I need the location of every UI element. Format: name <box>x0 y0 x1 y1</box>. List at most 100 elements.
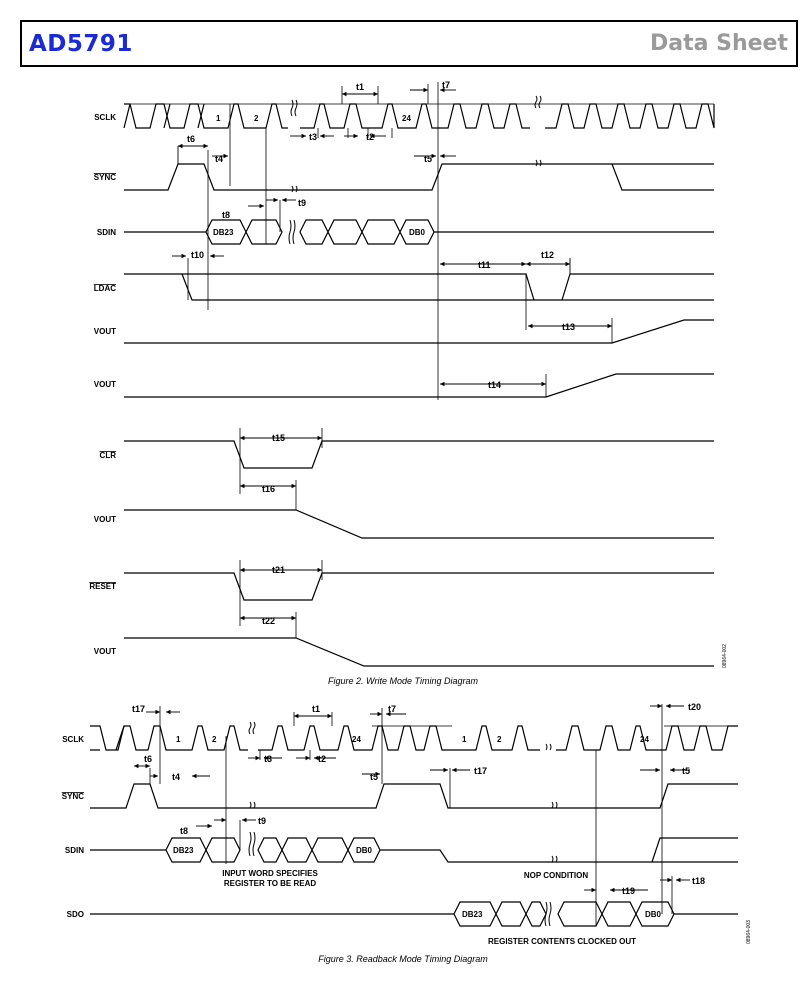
figure-2-write-mode <box>123 82 715 667</box>
f3-clock-labels: 1 2 24 1 2 24 DB23 DB0 DB23 DB0 <box>173 735 662 919</box>
f2-sync-waveform <box>124 163 714 191</box>
f2-t15: t15 <box>272 433 285 443</box>
section-label: Data Sheet <box>650 31 788 56</box>
f3-clock-2a: 2 <box>212 735 217 744</box>
f2-t2: t2 <box>366 132 374 142</box>
f2-timing-arrows <box>172 87 612 621</box>
f3-sclk-waveform <box>90 725 738 751</box>
f3-clock-24a: 24 <box>352 735 361 744</box>
f2-label-vout3: VOUT <box>94 515 116 524</box>
f3-t3: t3 <box>264 754 272 764</box>
f3-notes: INPUT WORD SPECIFIES REGISTER TO BE READ… <box>222 869 636 946</box>
f3-timing-arrows <box>134 703 690 893</box>
f2-label-sdin: SDIN <box>97 228 116 237</box>
note-input-word-2: REGISTER TO BE READ <box>224 879 317 888</box>
f2-word-db23: DB23 <box>213 228 234 237</box>
f2-timing-labels: t1 t2 t3 t4 t5 t6 t7 t8 t9 t10 t11 t12 t… <box>187 80 575 626</box>
f2-t7: t7 <box>442 80 450 90</box>
f3-t6: t6 <box>144 754 152 764</box>
f2-t5: t5 <box>424 154 432 164</box>
f3-t5a: t5 <box>370 772 378 782</box>
f3-t2: t2 <box>318 754 326 764</box>
figure-2-caption: Figure 2. Write Mode Timing Diagram <box>328 676 478 686</box>
f2-label-sync: SYNC <box>94 173 116 182</box>
f2-t3: t3 <box>309 132 317 142</box>
f2-clock-1: 1 <box>216 114 221 123</box>
f2-vout2-waveform <box>124 373 714 398</box>
f2-reference-lines <box>187 82 613 638</box>
f2-clr-waveform <box>124 440 714 469</box>
f3-label-sdin: SDIN <box>65 846 84 855</box>
f2-vout3-waveform <box>124 509 714 539</box>
f2-figure-code: 08964-002 <box>722 644 728 668</box>
f2-label-reset: RESET <box>89 582 116 591</box>
f2-t16: t16 <box>262 484 275 494</box>
product-title: AD5791 <box>29 31 133 57</box>
f3-t8: t8 <box>180 826 188 836</box>
f2-t14: t14 <box>488 380 501 390</box>
f2-label-vout2: VOUT <box>94 380 116 389</box>
f2-label-sclk: SCLK <box>94 113 116 122</box>
page-header: AD5791 Data Sheet <box>20 20 798 67</box>
f2-sdin-waveform <box>124 219 714 245</box>
f2-ldac-waveform <box>124 273 714 301</box>
f2-t11: t11 <box>478 260 491 270</box>
f3-t1: t1 <box>312 704 320 714</box>
f3-label-sync: SYNC <box>62 792 84 801</box>
f3-reference-lines <box>149 704 673 926</box>
f2-label-ldac: LDAC <box>94 284 116 293</box>
f3-clock-1: 1 <box>176 735 181 744</box>
f2-t13: t13 <box>562 322 575 332</box>
f3-sdo-db0: DB0 <box>645 910 662 919</box>
f3-t19: t19 <box>622 886 635 896</box>
f3-t18: t18 <box>692 876 705 886</box>
f3-sdo-db23: DB23 <box>462 910 483 919</box>
f2-t9: t9 <box>298 198 306 208</box>
f3-break-marks <box>248 721 558 927</box>
f2-t12: t12 <box>541 250 554 260</box>
f3-label-sclk: SCLK <box>62 735 84 744</box>
f3-label-sdo: SDO <box>67 910 84 919</box>
f3-clock-1b: 1 <box>462 735 467 744</box>
f3-sync-waveform <box>90 783 738 809</box>
f2-label-vout1: VOUT <box>94 327 116 336</box>
f2-t6: t6 <box>187 134 195 144</box>
f3-t7: t7 <box>388 704 396 714</box>
f2-signal-labels: SCLK SYNC SDIN LDAC VOUT VOUT CLR VOUT R… <box>89 113 116 656</box>
f2-t8: t8 <box>222 210 230 220</box>
note-nop-condition: NOP CONDITION <box>524 871 589 880</box>
f3-sdo-waveform <box>90 901 738 927</box>
f2-t21: t21 <box>272 565 285 575</box>
figure-3-caption: Figure 3. Readback Mode Timing Diagram <box>318 954 488 964</box>
f2-vout4-waveform <box>124 637 714 667</box>
f3-timing-labels: t1 t2 t3 t4 t5 t5 t6 t7 t8 t9 t17 t17 t1… <box>132 702 705 896</box>
f3-sdin-db23: DB23 <box>173 846 194 855</box>
f3-t17b: t17 <box>474 766 487 776</box>
f2-t1: t1 <box>356 82 364 92</box>
f2-reset-waveform <box>124 572 714 601</box>
figure-3-readback-mode <box>90 703 738 927</box>
f2-t22: t22 <box>262 616 275 626</box>
f2-sclk-waveform <box>123 103 715 129</box>
f3-t9: t9 <box>258 816 266 826</box>
f2-word-db0: DB0 <box>409 228 426 237</box>
f3-clock-2b: 2 <box>497 735 502 744</box>
f2-vout1-waveform <box>124 319 714 344</box>
f3-t4: t4 <box>172 772 180 782</box>
f3-sdin-db0: DB0 <box>356 846 373 855</box>
f2-label-vout4: VOUT <box>94 647 116 656</box>
f2-clock-24: 24 <box>402 114 411 123</box>
f3-t5b: t5 <box>682 766 690 776</box>
f3-figure-code: 08964-003 <box>746 920 752 944</box>
f3-signal-labels: SCLK SYNC SDIN SDO <box>62 735 84 919</box>
f2-clock-2: 2 <box>254 114 259 123</box>
note-register-contents: REGISTER CONTENTS CLOCKED OUT <box>488 937 636 946</box>
note-input-word-1: INPUT WORD SPECIFIES <box>222 869 318 878</box>
f3-clock-24b: 24 <box>640 735 649 744</box>
f3-sdin-waveform <box>90 837 738 863</box>
f2-t4: t4 <box>215 154 223 164</box>
f3-t17a: t17 <box>132 704 145 714</box>
f2-t10: t10 <box>191 250 204 260</box>
f2-label-clr: CLR <box>100 451 117 460</box>
